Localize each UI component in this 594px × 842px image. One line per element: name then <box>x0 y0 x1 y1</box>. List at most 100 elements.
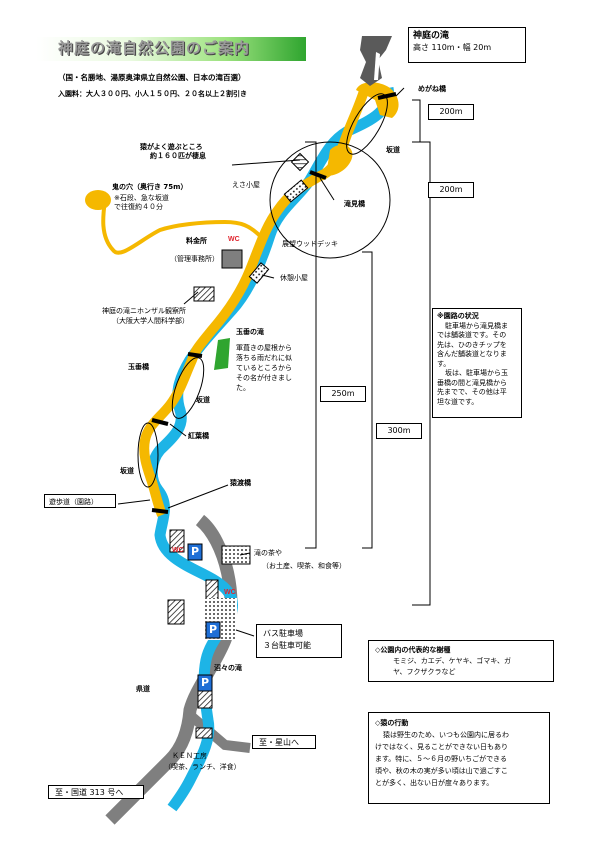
bracket-200-2 <box>412 141 431 606</box>
distance-label-1: 200m <box>428 104 474 120</box>
label-tamadare-desc: た。 <box>236 384 250 392</box>
to-route313-box: 至・国道 313 号へ <box>48 785 144 799</box>
label-tamadare-desc: ているところから <box>236 364 292 372</box>
parking-icon-2: P <box>209 623 218 636</box>
label-meganebashi: めがね橋 <box>418 85 446 93</box>
parking-icon-3: P <box>201 676 210 689</box>
label-tamadare-desc: 落ちる雨だれに似 <box>236 354 292 362</box>
monkey-behavior-line: 頃や、秋の木の実が多い頃は山で過ごすこ <box>375 767 508 775</box>
observatory <box>193 286 215 302</box>
leader-kouyou <box>169 423 187 437</box>
feeding-hut <box>290 152 310 172</box>
waterfall-name: 神庭の滝 <box>413 31 450 41</box>
to-hoshiyama-box: 至・星山へ <box>252 735 316 749</box>
bracket-300 <box>362 251 373 549</box>
label-monkeys-2: 約１６０匹が棲息 <box>150 152 206 160</box>
label-chaya-2: （お土産、喫茶、和食等） <box>262 562 346 570</box>
label-rest-hut: 休憩小屋 <box>280 274 308 282</box>
route-note-line: 垂橋の間と滝見橋から <box>437 378 507 387</box>
label-slope-mid: 坂道 <box>196 396 210 404</box>
route-note-line: 先までで、その他は平 <box>437 388 507 396</box>
chaya <box>221 545 251 565</box>
bridge-takimi <box>309 170 327 180</box>
parking-sign-2 <box>205 621 221 639</box>
road-branch <box>186 711 251 753</box>
building-c <box>167 599 185 625</box>
distance-label-2: 200m <box>428 182 474 198</box>
bracket-200-1 <box>412 99 421 143</box>
label-ken-1: ＫＥＮ工房 <box>172 752 207 760</box>
label-tamadare-falls: 玉垂の滝 <box>236 328 264 336</box>
ken-koubou <box>195 727 213 739</box>
building-d <box>197 689 213 709</box>
label-nuta-falls: 沼々の滝 <box>214 664 242 672</box>
wc-icon-3: WC <box>224 589 236 596</box>
label-kouyoubashi: 紅葉橋 <box>188 432 209 440</box>
trees-line: ヤ、フクザクラなど <box>393 668 456 676</box>
monkey-behavior-title: ◇猿の行動 <box>375 719 409 727</box>
label-tamadare-desc: その名が付きまし <box>236 374 292 382</box>
label-slope-low: 坂道 <box>120 467 134 475</box>
monkey-behavior-line: ます。特に、５～６月の野いちごができる <box>375 755 507 763</box>
building-b <box>205 579 219 601</box>
route-note-line: す。 <box>437 359 451 368</box>
page-title: 神庭の滝自然公園のご案内 <box>58 39 251 57</box>
orange-area <box>326 144 353 176</box>
leader-chaya <box>239 552 251 556</box>
leader-monkeys <box>231 159 301 166</box>
bridge-tamadare <box>187 352 203 358</box>
route-note-line: 坦な道です。 <box>437 397 479 406</box>
label-observ-2: （大阪大学人間科学部） <box>112 317 189 325</box>
monkey-behavior-line: けではなく、見ることができない日もあり <box>375 743 508 751</box>
admission-fee: 入園料：大人３００円、小人１５０円、２０名以上２割引き <box>58 90 247 98</box>
tamadare-falls <box>214 338 230 370</box>
slope-ellipse-low <box>137 422 159 488</box>
wc-icon-1: WC <box>228 236 240 243</box>
slope-ellipse-mid <box>171 357 205 419</box>
route-note-title: ※園路の状況 <box>437 312 479 320</box>
parking-sign-1 <box>187 543 203 561</box>
label-tamadare-desc: 軍葺きの屋根から <box>236 344 292 352</box>
label-monkeys-1: 猿がよく遊ぶところ <box>140 143 203 151</box>
bracket-250 <box>305 141 317 549</box>
route-note-line: 駐車場から滝見橋ま <box>445 321 508 330</box>
waterfall-info-box: 神庭の滝 高さ 110m・幅 20m <box>408 27 526 63</box>
bus-parking-capacity: ３台駐車可能 <box>263 641 311 650</box>
bridge-kouyou <box>151 418 169 426</box>
route-note-line: 先は、ひのきチップを <box>437 340 507 349</box>
prefectural-road <box>105 514 238 825</box>
leader-takimi <box>319 177 335 201</box>
rest-hut <box>248 262 270 284</box>
label-takimibashi: 滝見橋 <box>344 200 365 208</box>
building-a <box>169 529 185 553</box>
label-observ-1: 神庭の滝ニホンザル観察所 <box>102 307 186 315</box>
trees-box: ◇公園内の代表的な樹種 モミジ、カエデ、ケヤキ、ゴマキ、ガ ヤ、フクザクラなど <box>368 640 554 682</box>
demon-cave-marker <box>85 190 111 210</box>
monkey-behavior-line: とが多く、出ない日が度々あります。 <box>375 779 494 787</box>
deck <box>283 179 309 203</box>
wc-icon-2: WC <box>172 547 184 554</box>
footpath-label-box: 遊歩道（園路） <box>44 494 116 508</box>
distance-label-3: 250m <box>320 386 366 402</box>
bridge-megane <box>377 92 397 100</box>
label-oni-2: ※石段、急な坂道 <box>114 194 169 202</box>
label-oni-3: で往復約４０分 <box>114 203 163 211</box>
route-note-line: では舗装道です。その <box>437 331 507 339</box>
label-office: （管理事務所） <box>170 255 219 263</box>
leader-kyukei <box>261 274 275 279</box>
distance-label-4: 300m <box>376 423 422 439</box>
label-chaya-1: 滝の茶や <box>254 549 282 557</box>
waterfall-illustration <box>360 36 392 86</box>
label-tollbooth: 料金所 <box>186 237 207 245</box>
toll-booth <box>221 249 243 269</box>
slope-ellipse-top <box>346 93 388 155</box>
route-note-box: ※園路の状況 駐車場から滝見橋ま では舗装道です。その 先は、ひのきチップを 含… <box>432 308 522 418</box>
monkey-behavior-line: 猿は野生のため、いつも公園内に居るわ <box>383 731 509 739</box>
label-ken-2: （喫茶、ランチ、洋食） <box>164 763 241 771</box>
route-note-line: 含んだ舗装道となりま <box>437 350 507 358</box>
path-to-cave <box>101 199 264 255</box>
leader-bus <box>235 629 255 637</box>
leader-yuhodo <box>117 499 151 505</box>
falls-basin <box>356 82 399 118</box>
